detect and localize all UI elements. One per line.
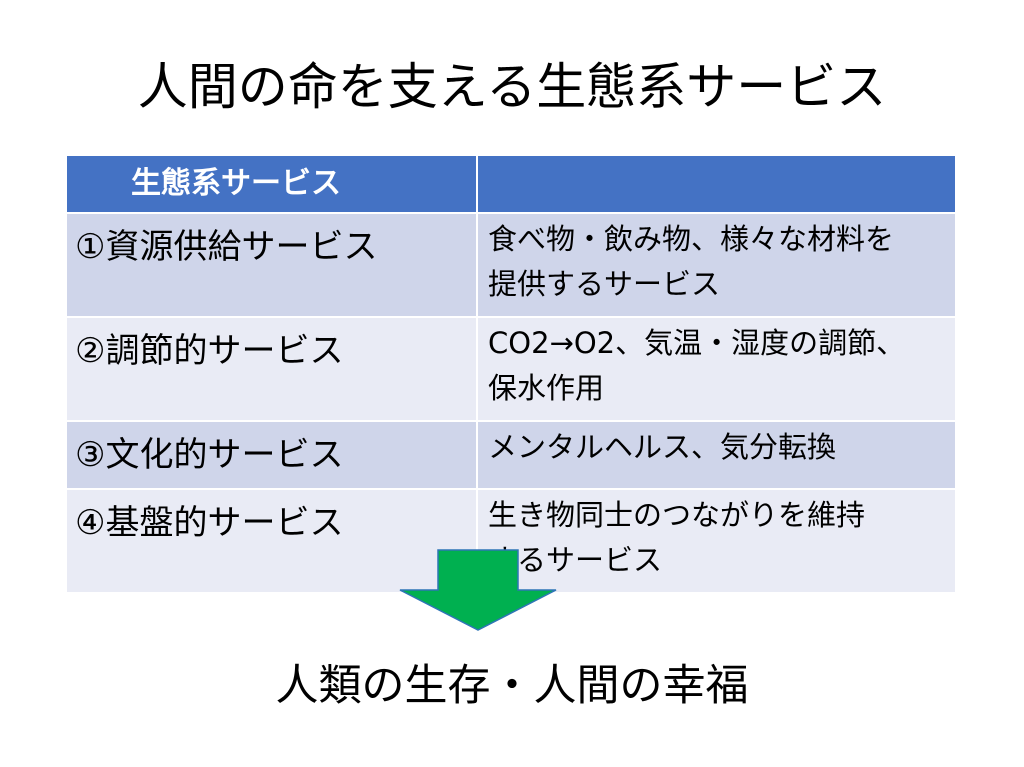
table-row: ①資源供給サービス 食べ物・飲み物、様々な材料を 提供するサービス — [67, 213, 955, 318]
header-description — [477, 156, 955, 214]
service-description-supporting: 生き物同士のつながりを維持 するサービス — [477, 489, 955, 594]
service-description-provisioning: 食べ物・飲み物、様々な材料を 提供するサービス — [477, 213, 955, 318]
service-name-regulating: ②調節的サービス — [67, 317, 478, 422]
table-row: ②調節的サービス CO2→O2、気温・湿度の調節、 保水作用 — [67, 317, 955, 422]
header-service-type: 生態系サービス — [67, 156, 478, 214]
service-name-supporting: ④基盤的サービス — [67, 489, 478, 594]
service-name-provisioning: ①資源供給サービス — [67, 213, 478, 318]
down-arrow-shape — [399, 549, 557, 631]
description-line: 提供するサービス — [488, 267, 721, 301]
table-row: ④基盤的サービス 生き物同士のつながりを維持 するサービス — [67, 489, 955, 594]
service-description-regulating: CO2→O2、気温・湿度の調節、 保水作用 — [477, 317, 955, 422]
down-arrow-icon — [399, 549, 557, 631]
description-line: CO2→O2、気温・湿度の調節、 — [488, 326, 906, 360]
service-description-cultural: メンタルヘルス、気分転換 — [477, 421, 955, 490]
description-line: 保水作用 — [488, 371, 605, 405]
slide-title: 人間の命を支える生態系サービス — [137, 58, 887, 116]
description-line: するサービス — [488, 543, 663, 577]
table-header-row: 生態系サービス — [67, 156, 955, 214]
description-line: 生き物同士のつながりを維持 — [488, 498, 866, 532]
description-line: メンタルヘルス、気分転換 — [488, 430, 837, 464]
service-name-cultural: ③文化的サービス — [67, 421, 478, 490]
conclusion-text: 人類の生存・人間の幸福 — [275, 661, 749, 711]
ecosystem-services-table: 生態系サービス ①資源供給サービス 食べ物・飲み物、様々な材料を 提供するサービ… — [67, 156, 955, 594]
description-line: 食べ物・飲み物、様々な材料を — [488, 222, 895, 256]
table-row: ③文化的サービス メンタルヘルス、気分転換 — [67, 421, 955, 490]
